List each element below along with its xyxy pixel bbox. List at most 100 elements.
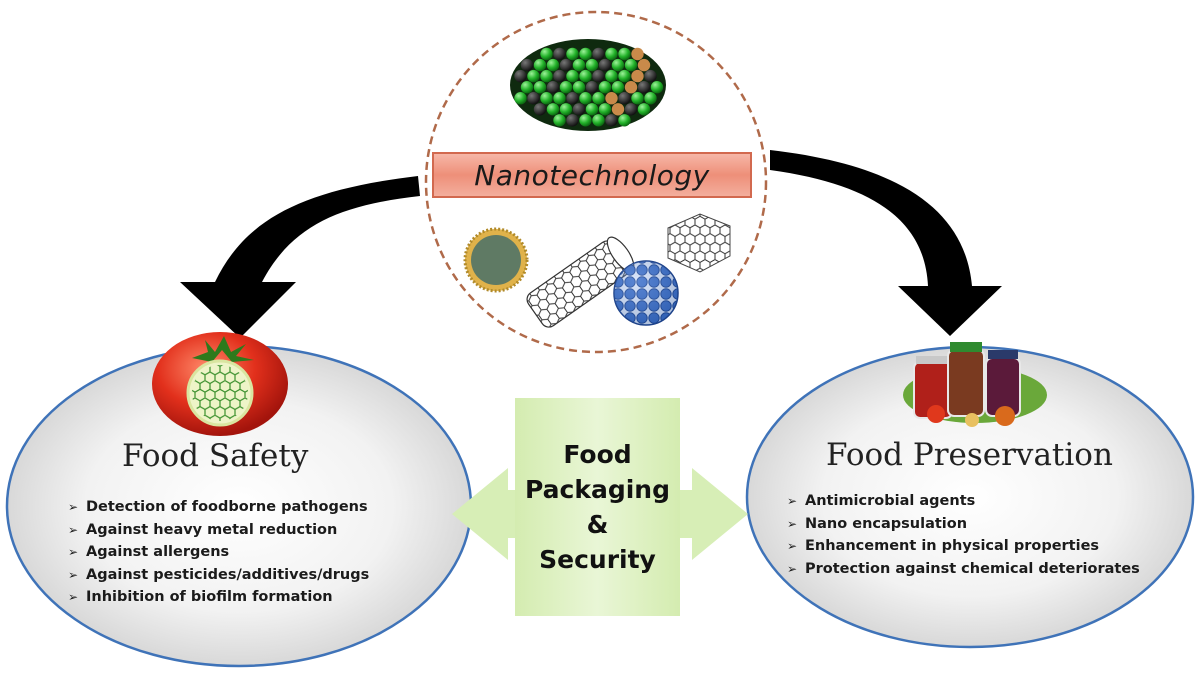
list-item: ➢Enhancement in physical properties (787, 535, 1140, 558)
nanoparticle-sphere (559, 81, 573, 94)
nanoparticle-sphere (579, 47, 592, 61)
food-safety-heading: Food Safety (122, 438, 309, 474)
nanoparticle-sphere (618, 92, 631, 105)
nanoparticle-sphere (546, 103, 560, 116)
bullet-arrow-icon: ➢ (68, 567, 79, 582)
nanoparticle-sphere (631, 47, 644, 61)
list-item: ➢Against pesticides/additives/drugs (68, 564, 369, 587)
nanoparticle-sphere (644, 69, 657, 83)
nanoparticle-sphere (533, 81, 547, 94)
nanoparticle-sphere (566, 92, 579, 105)
nanoparticle-sphere (592, 47, 605, 61)
nanoparticle-sphere (533, 103, 547, 116)
list-item: ➢Protection against chemical deteriorate… (787, 558, 1140, 581)
nanoparticle-sphere (605, 69, 618, 83)
nanoparticle-sphere (553, 69, 566, 83)
food-safety-list: ➢Detection of foodborne pathogens ➢Again… (68, 496, 369, 609)
nanoparticle-sphere (592, 69, 605, 83)
bullet-arrow-icon: ➢ (787, 539, 798, 553)
nanoparticle-sphere (559, 58, 573, 72)
nanoparticle-sphere (527, 69, 540, 83)
nanoparticle-sphere (579, 92, 592, 105)
list-item: ➢Nano encapsulation (787, 513, 1140, 536)
nanoparticle-sphere (598, 103, 612, 116)
food-preservation-heading: Food Preservation (826, 437, 1113, 473)
nanoparticle-sphere (559, 103, 573, 116)
preserved-food-jars-icon (903, 342, 1047, 427)
nanoparticle-sphere (624, 58, 638, 72)
center-line-2: Packaging (525, 475, 670, 504)
nanoparticle-sphere (631, 92, 644, 105)
bullet-arrow-icon: ➢ (68, 590, 79, 604)
nanoparticle-sphere (585, 58, 599, 72)
nanoparticle-sphere (546, 81, 560, 94)
nanoparticle-sphere (637, 103, 651, 116)
center-line-3: & (586, 510, 609, 539)
nanoparticle-sphere (624, 81, 638, 94)
nanoparticle-sphere (611, 81, 625, 94)
nanoparticle-sphere (585, 103, 599, 116)
graphene-sheet-icon (667, 213, 731, 273)
center-line-4: Security (539, 545, 656, 574)
nanoparticle-sphere (540, 47, 553, 61)
fullerene-icon (613, 260, 679, 326)
nanoparticle-sphere (605, 92, 618, 105)
nanoparticle-sphere (611, 58, 625, 72)
tomato-icon (152, 332, 288, 436)
core-shell-particle-icon (463, 227, 529, 293)
food-preservation-list: ➢Antimicrobial agents ➢Nano encapsulatio… (787, 490, 1140, 580)
bullet-arrow-icon: ➢ (68, 522, 79, 537)
nanoparticle-sphere (520, 58, 534, 72)
arrow-right-curved (770, 150, 1002, 336)
nanoparticle-sphere (611, 103, 625, 116)
nanoparticle-sphere (546, 58, 560, 72)
nanoparticle-sphere (572, 58, 586, 72)
nanoparticle-sphere (624, 103, 638, 116)
bullet-arrow-icon: ➢ (68, 500, 79, 514)
nanoparticle-sphere (579, 114, 592, 127)
nanoparticle-sphere (540, 69, 553, 83)
nanoparticle-sphere (585, 81, 599, 94)
nanoparticle-sphere (598, 58, 612, 72)
nanoparticle-sphere (637, 81, 651, 94)
nanoparticle-sphere (592, 92, 605, 105)
nanoparticle-sphere (572, 103, 586, 116)
nanoparticle-sphere (618, 69, 631, 83)
center-line-1: Food (563, 440, 632, 469)
nanoparticle-sphere (598, 81, 612, 94)
nanoparticle-sphere (637, 58, 651, 72)
nanoparticle-sphere (553, 47, 566, 61)
bullet-arrow-icon: ➢ (68, 545, 79, 559)
nanoparticle-sphere (631, 69, 644, 83)
bullet-arrow-icon: ➢ (787, 561, 798, 576)
nanoparticle-sphere (527, 92, 540, 105)
list-item: ➢Inhibition of biofilm formation (68, 586, 369, 609)
list-item: ➢Antimicrobial agents (787, 490, 1140, 513)
nanoparticle-sphere (650, 81, 664, 94)
nanoparticle-sphere (514, 92, 527, 105)
nanoparticle-sphere (618, 47, 631, 61)
nanoparticle-sphere (579, 69, 592, 83)
nanoparticle-sphere (592, 114, 605, 127)
nanoparticle-sphere (605, 47, 618, 61)
nanoparticle-sphere (553, 114, 566, 127)
nanoparticle-cluster-icon (510, 39, 666, 131)
list-item: ➢Detection of foodborne pathogens (68, 496, 369, 519)
nanotechnology-title: Nanotechnology (432, 152, 752, 198)
list-item: ➢Against heavy metal reduction (68, 519, 369, 542)
nanoparticle-sphere (618, 114, 631, 127)
nanoparticle-sphere (533, 58, 547, 72)
food-packaging-security-box: Food Packaging & Security (515, 398, 680, 616)
nanoparticle-sphere (566, 69, 579, 83)
bullet-arrow-icon: ➢ (787, 494, 798, 508)
nanoparticle-sphere (566, 47, 579, 61)
nanoparticle-sphere (572, 81, 586, 94)
nanoparticle-sphere (605, 114, 618, 127)
nanoparticle-sphere (520, 81, 534, 94)
bullet-arrow-icon: ➢ (787, 516, 798, 531)
nanoparticle-sphere (553, 92, 566, 105)
nanoparticle-sphere (644, 92, 657, 105)
nanoparticle-sphere (540, 92, 553, 105)
nanoparticle-sphere (566, 114, 579, 127)
arrow-left-curved (180, 176, 420, 338)
